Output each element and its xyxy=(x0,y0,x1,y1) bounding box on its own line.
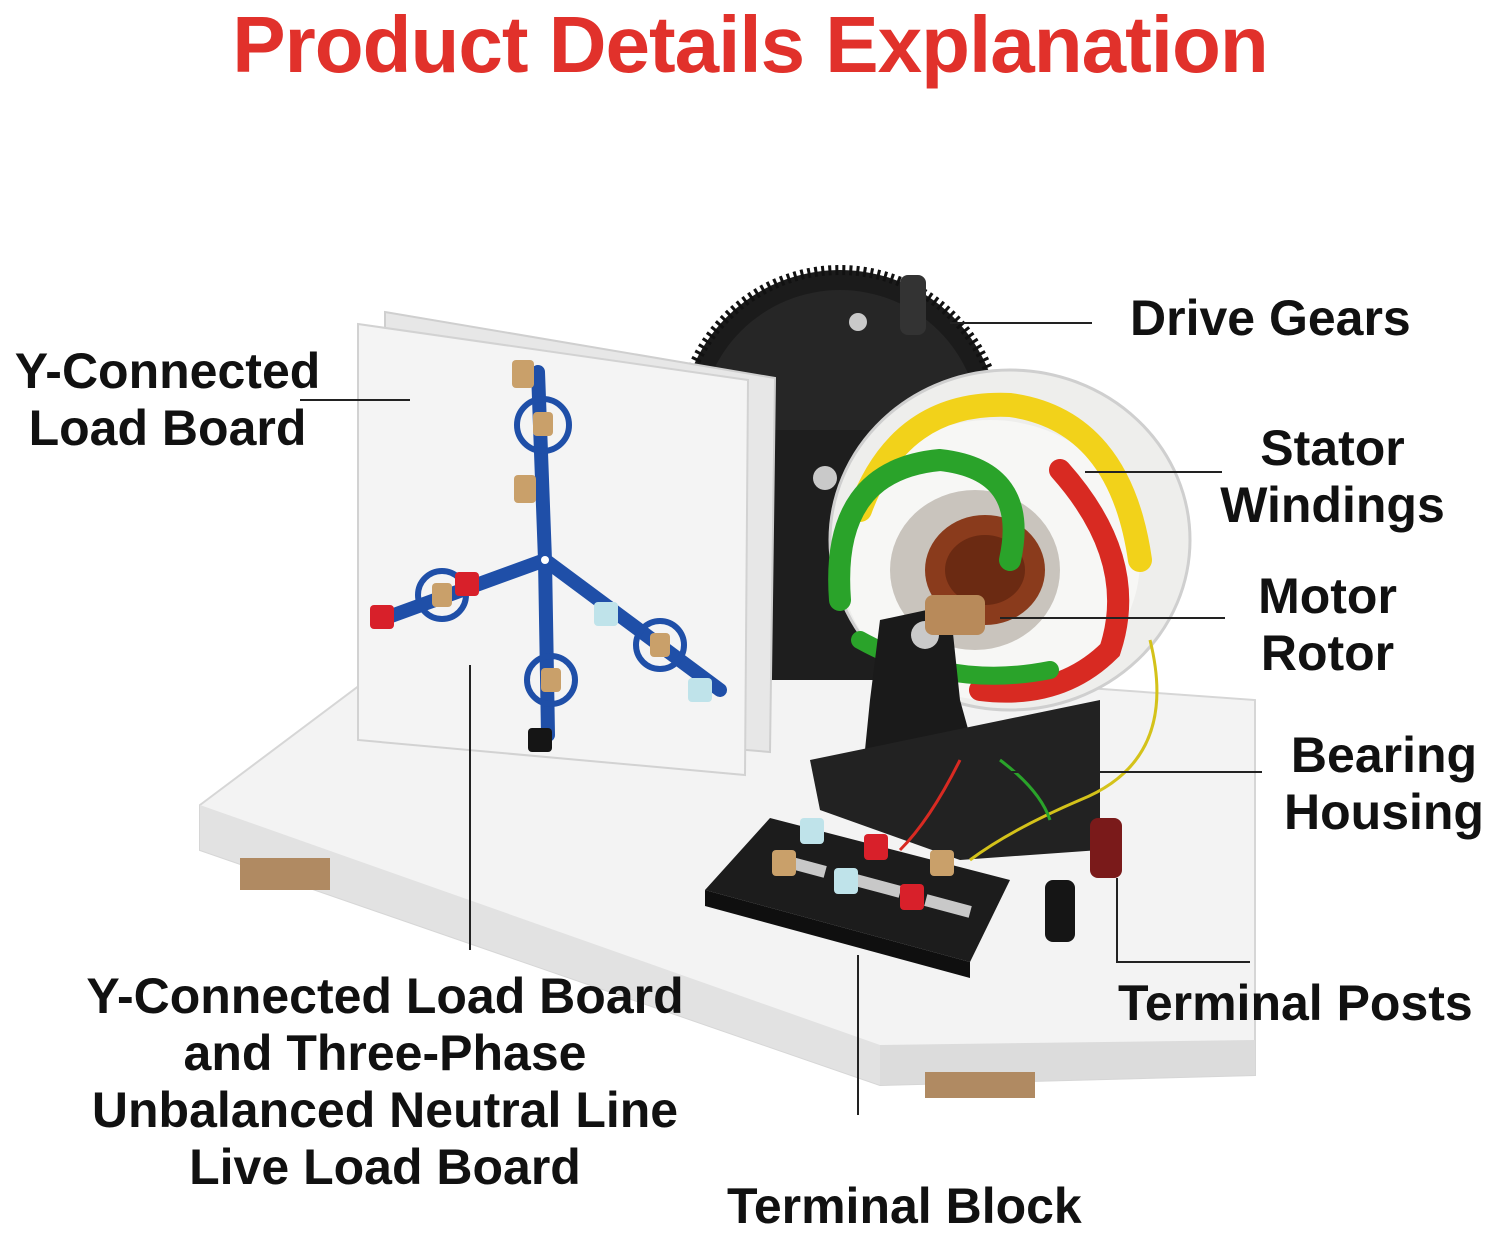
base-foot-left xyxy=(240,858,330,890)
page-title: Product Details Explanation xyxy=(232,0,1268,89)
block-terminal-6 xyxy=(900,884,924,910)
leader-lines xyxy=(300,322,1262,1115)
label-terminal-block: Terminal Block xyxy=(727,1178,1082,1234)
terminal-tan-center xyxy=(533,412,553,436)
label-drive-gears: Drive Gears xyxy=(1130,290,1411,346)
block-terminal-2 xyxy=(864,834,888,860)
terminal-tan-mid xyxy=(514,475,536,503)
terminal-post-red xyxy=(1090,818,1122,878)
block-terminal-1 xyxy=(800,818,824,844)
terminal-black-1 xyxy=(528,728,552,752)
label-load-board-bottom: Y-Connected Load Board and Three-Phase U… xyxy=(86,968,684,1195)
terminal-post-black xyxy=(1045,880,1075,942)
bearing-housing xyxy=(810,595,1100,860)
terminal-blue-2 xyxy=(688,678,712,702)
label-bearing-housing: Bearing Housing xyxy=(1284,727,1484,840)
wires xyxy=(898,639,1159,862)
terminal-block xyxy=(705,818,1010,978)
label-motor-rotor: Motor Rotor xyxy=(1258,568,1397,681)
leader-terminal-posts xyxy=(1116,878,1250,963)
label-terminal-posts: Terminal Posts xyxy=(1118,975,1473,1031)
terminal-posts xyxy=(1045,818,1122,942)
terminal-tan-right xyxy=(650,633,670,657)
block-terminal-4 xyxy=(772,850,796,876)
label-stator-windings: Stator Windings xyxy=(1220,420,1445,533)
terminal-tan-left xyxy=(432,583,452,607)
terminal-tan-top xyxy=(512,360,534,388)
terminal-blue-1 xyxy=(594,602,618,626)
terminal-tan-bottom xyxy=(541,668,561,692)
base-foot-right xyxy=(925,1072,1035,1098)
label-load-board-top: Y-Connected Load Board xyxy=(14,343,321,456)
terminal-red-1 xyxy=(370,605,394,629)
block-terminal-3 xyxy=(930,850,954,876)
block-terminal-5 xyxy=(834,868,858,894)
load-board-panel xyxy=(357,310,777,777)
terminal-red-2 xyxy=(455,572,479,596)
